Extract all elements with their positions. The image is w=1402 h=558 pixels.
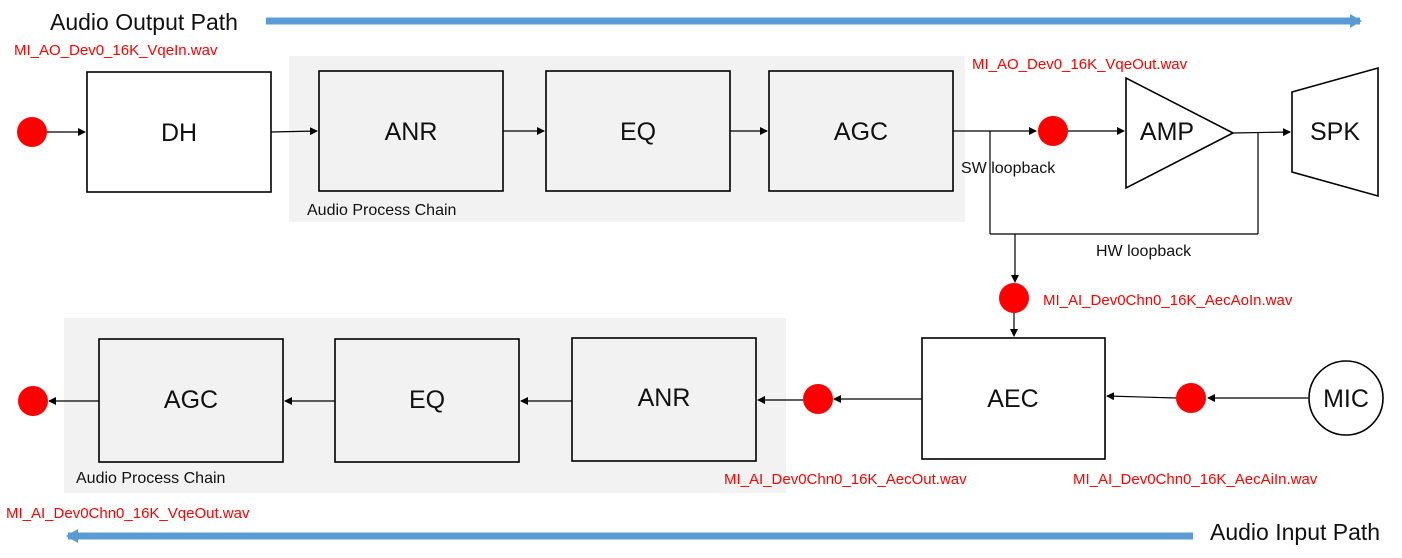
input-agc-block [98, 338, 284, 463]
aec-ao-in-tap-point [999, 283, 1029, 313]
output-path-title: Audio Output Path [50, 9, 238, 35]
aec-ai-in-file-label: MI_AI_Dev0Chn0_16K_AecAiIn.wav [1073, 471, 1318, 488]
input-eq-block-label: EQ [409, 386, 445, 414]
speaker-shape [1291, 66, 1379, 198]
input-anr-block-label: ANR [638, 384, 691, 412]
input-agc-block-label: AGC [164, 386, 218, 414]
aec-ai-in-tap-point [1176, 383, 1206, 413]
amp-triangle [1125, 76, 1235, 190]
aec-block-label: AEC [987, 385, 1038, 413]
ao-vqe-in-file-label: MI_AO_Dev0_16K_VqeIn.wav [14, 42, 218, 59]
dh-block [86, 71, 272, 193]
input-process-chain-label: Audio Process Chain [76, 470, 225, 487]
input-path-title: Audio Input Path [1210, 519, 1380, 545]
amp-block-label: AMP [1140, 118, 1194, 146]
dh-block-label: DH [161, 119, 197, 147]
mic-circle [1308, 360, 1384, 436]
hw-loopback-label: HW loopback [1096, 243, 1192, 260]
aec-out-file-label: MI_AI_Dev0Chn0_16K_AecOut.wav [724, 471, 967, 488]
input-anr-block [571, 337, 757, 462]
mic-block-label: MIC [1323, 385, 1369, 413]
output-eq-block-label: EQ [620, 118, 656, 146]
ao-vqe-out-file-label: MI_AO_Dev0_16K_VqeOut.wav [972, 56, 1188, 73]
ai-vqe-out-tap-point [18, 386, 48, 416]
output-eq-block [545, 70, 731, 192]
connector-arrow [1232, 128, 1291, 137]
connector-arrow [1106, 392, 1177, 401]
sw-loopback-label: SW loopback [961, 160, 1056, 177]
aec-block [921, 337, 1106, 460]
aec-out-tap-point [803, 384, 833, 414]
ao-vqe-in-tap-point [17, 117, 47, 147]
aec-ao-in-file-label: MI_AI_Dev0Chn0_16K_AecAoIn.wav [1043, 292, 1293, 309]
connector-arrow [270, 127, 318, 136]
ai-vqe-out-file-label: MI_AI_Dev0Chn0_16K_VqeOut.wav [6, 505, 250, 522]
output-anr-block-label: ANR [385, 118, 438, 146]
ao-vqe-out-tap-point [1038, 116, 1068, 146]
input-eq-block [334, 338, 520, 463]
spk-block-label: SPK [1310, 118, 1360, 146]
output-agc-block-label: AGC [834, 118, 888, 146]
output-process-chain-label: Audio Process Chain [307, 202, 456, 219]
